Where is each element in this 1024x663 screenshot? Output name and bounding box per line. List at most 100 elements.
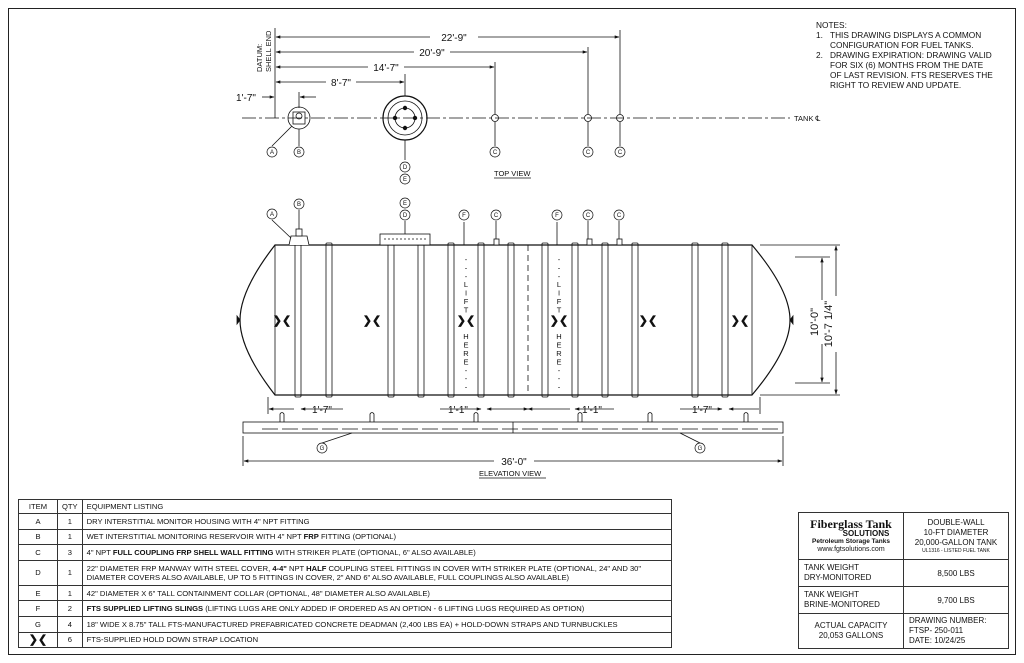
lift-here-char: -: [558, 374, 561, 383]
bubble-label: B: [297, 150, 301, 156]
dim-label: 1'-7": [236, 93, 256, 104]
label-line: BRINE-MONITORED: [804, 600, 880, 609]
lift-here-char: -: [465, 383, 468, 392]
description-part: 4-4": [272, 563, 287, 573]
strap-location-icon: ❯❮: [363, 315, 381, 327]
item-qty: 1: [57, 513, 83, 530]
lift-here-char: -: [558, 272, 561, 281]
bubble-label: B: [297, 202, 301, 208]
bubble-label: C: [618, 150, 623, 156]
item-qty: 6: [57, 631, 83, 649]
bubble-label: D: [403, 213, 408, 219]
logo-brand: Fiberglass Tank: [810, 517, 892, 531]
lift-here-char: E: [463, 341, 468, 350]
lift-here-char: -: [558, 263, 561, 272]
item-description: DRY INTERSTITIAL MONITOR HOUSING WITH 4"…: [81, 513, 672, 530]
top-view-title: TOP VIEW: [494, 169, 531, 178]
item-description: 22" DIAMETER FRP MANWAY WITH STEEL COVER…: [81, 559, 672, 586]
item-description: 4" NPT FULL COUPLING FRP SHELL WALL FITT…: [81, 544, 672, 561]
shell-fitting: [616, 114, 624, 122]
manway-collar: [379, 233, 431, 246]
label-line: DRY-MONITORED: [804, 573, 872, 582]
bubble-label: D: [403, 165, 408, 171]
lift-here-char: E: [556, 357, 561, 366]
description-part: (LIFTING LUGS ARE ONLY ADDED IF ORDERED …: [203, 604, 585, 614]
lift-here-char: -: [465, 263, 468, 272]
bubble-label: G: [698, 446, 703, 452]
lift-here-char: H: [556, 332, 561, 341]
bubble-label: C: [617, 213, 622, 219]
bubble-label: F: [462, 213, 466, 219]
bubble-label: G: [320, 446, 325, 452]
lift-here-char: E: [556, 341, 561, 350]
strap-location-icon: ❯❮: [731, 315, 749, 327]
drawing-number: FTSP- 250-011: [909, 626, 964, 635]
note-line: THIS DRAWING DISPLAYS A COMMON: [830, 30, 982, 40]
header-item: ITEM: [18, 499, 58, 514]
item-qty: 1: [57, 584, 83, 602]
label-line: TANK WEIGHT: [804, 590, 859, 599]
strap-location-icon: ❯❮: [273, 315, 291, 327]
item-description: WET INTERSTITIAL MONITORING RESERVOIR WI…: [81, 528, 672, 546]
bubble-label: A: [270, 212, 274, 218]
lift-here-char: -: [558, 383, 561, 392]
item-qty: 1: [57, 559, 83, 586]
desc-sub: UL1316 - LISTED FUEL TANK: [922, 547, 990, 554]
description-part: FRP: [303, 532, 319, 542]
desc-line: DOUBLE-WALL: [927, 517, 985, 527]
lift-here-char: I: [558, 289, 560, 298]
description-part: HALF: [306, 563, 327, 573]
note-line: FOR SIX (6) MONTHS FROM THE DATE: [830, 60, 984, 70]
item-description: 18" WIDE X 8.75" TALL FTS-MANUFACTURED P…: [81, 615, 672, 633]
note-line: DRAWING EXPIRATION: DRAWING VALID: [830, 50, 992, 60]
description-part: WITH STRIKER PLATE (OPTIONAL, 6" ALSO AV…: [273, 547, 476, 557]
centerline-label: TANK ℄: [794, 114, 822, 123]
manway-cover: [387, 100, 423, 136]
lift-here-char: -: [465, 374, 468, 383]
header-qty: QTY: [57, 499, 83, 514]
item-qty: 3: [57, 544, 83, 561]
dim-label: 14'-7": [373, 63, 399, 74]
description-part: COUPLING STEEL FITTINGS IN COVER WITH ST…: [86, 563, 642, 582]
lift-here-char: R: [556, 349, 562, 358]
item-letter: B: [18, 528, 58, 546]
bubble-label: C: [586, 213, 591, 219]
logo-solutions: SOLUTIONS: [842, 529, 890, 538]
equipment-header-row: ITEM QTY EQUIPMENT LISTING: [18, 499, 672, 514]
hold-down-straps: [279, 412, 749, 422]
lift-here-char: H: [463, 332, 468, 341]
lift-here-char: -: [465, 272, 468, 281]
description-part: NPT: [286, 563, 307, 573]
lift-here-char: -: [465, 255, 468, 264]
notes: NOTES: 1. THIS DRAWING DISPLAYS A COMMON…: [816, 20, 1012, 90]
strap-location-icon: ❯❮: [639, 315, 657, 327]
note-number: 1.: [816, 30, 823, 40]
capacity-label: ACTUAL CAPACITY: [814, 621, 888, 630]
wet-reservoir-fitting: [295, 112, 303, 120]
note-number: 2.: [816, 50, 823, 60]
description-part: FULL COUPLING FRP SHELL WALL FITTING: [112, 547, 274, 557]
note-line: CONFIGURATION FOR FUEL TANKS.: [830, 40, 974, 50]
item-letter: G: [18, 615, 58, 633]
description-part: 22" DIAMETER FRP MANWAY WITH STEEL COVER…: [86, 563, 273, 573]
item-qty: 1: [57, 528, 83, 546]
header-listing: EQUIPMENT LISTING: [81, 499, 672, 514]
item-letter: D: [18, 559, 58, 586]
strap-location-icon: ❯❮: [457, 315, 475, 327]
item-letter: A: [18, 513, 58, 530]
lift-here-char: F: [464, 297, 469, 306]
elevation-view-title: ELEVATION VIEW: [479, 469, 542, 478]
lift-here-char: L: [464, 280, 468, 289]
